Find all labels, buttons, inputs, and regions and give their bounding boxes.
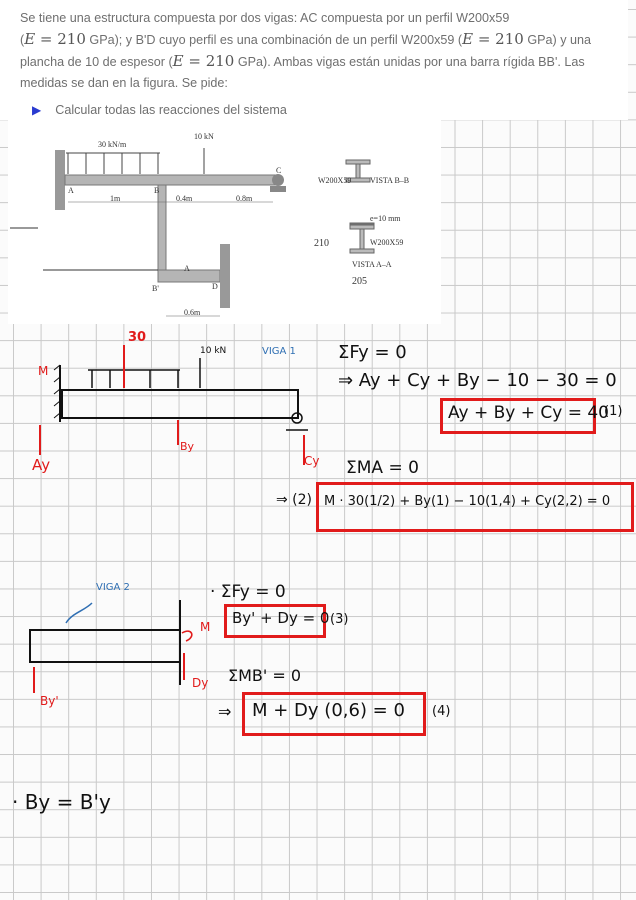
problem-text: Se tiene una estructura compuesta por do… <box>20 8 620 121</box>
resultant-label: 30 <box>128 330 147 345</box>
dy-label: Dy <box>192 676 209 690</box>
equation-1-number: (1) <box>604 404 623 419</box>
modulus-unit: GPa <box>85 33 115 47</box>
by-label: By <box>180 440 195 453</box>
sum-fy-1: ΣFy = 0 <box>338 342 407 363</box>
height-note: 210 <box>314 238 329 249</box>
dim-08m: 0.8m <box>236 194 253 203</box>
section-bb <box>345 159 371 183</box>
equation-4-box <box>242 692 426 736</box>
paren: ( <box>20 33 25 47</box>
bullet-triangle-icon: ▶ <box>32 103 42 117</box>
modulus-value: = 210 <box>183 52 235 70</box>
beam-2 <box>29 629 181 663</box>
pin-support <box>291 412 303 424</box>
modulus-symbol: E <box>172 52 184 70</box>
problem-line-4: medidas se dan en la figura. Se pide: <box>20 76 228 90</box>
sum-ma: ΣMA = 0 <box>346 458 419 478</box>
left-wall <box>55 150 65 210</box>
section-1-name: W200X59 <box>318 176 352 185</box>
cy-label: Cy <box>304 454 320 468</box>
beam2-sketch <box>29 600 193 693</box>
moment-2-arrow <box>181 630 193 642</box>
dim-1m: 1m <box>110 194 121 203</box>
equation-2-box <box>316 482 634 532</box>
equation-2-prefix: ⇒ (2) <box>276 492 313 508</box>
dim-04m: 0.4m <box>176 194 193 203</box>
label-c: C <box>276 166 282 175</box>
problem-line-1: Se tiene una estructura compuesta por do… <box>20 11 510 25</box>
label-b: B <box>154 186 160 195</box>
problem-statement: Se tiene una estructura compuesta por do… <box>0 0 628 120</box>
modulus-value: = 210 <box>473 30 524 48</box>
dim-06m: 0.6m <box>184 308 201 317</box>
plate-label: e=10 mm <box>370 214 401 223</box>
load-arrows <box>67 153 159 174</box>
equation-1-expanded: ⇒ Ay + Cy + By − 10 − 30 = 0 <box>338 370 617 391</box>
section-2-name: W200X59 <box>370 238 404 247</box>
ay-label: Ay <box>32 456 51 474</box>
right-wall <box>220 244 230 308</box>
modulus-symbol: E <box>24 30 36 48</box>
moment-label: M <box>38 364 49 378</box>
equation-3-box <box>224 604 326 638</box>
point-load-note: 10 kN <box>200 346 227 356</box>
beam-ac <box>64 174 276 186</box>
beam2-pointer <box>65 602 93 624</box>
section-aa <box>349 222 375 254</box>
sum-fy-2: · ΣFy = 0 <box>210 582 286 602</box>
structure-drawing <box>10 148 375 317</box>
modulus-value: = 210 <box>35 30 86 48</box>
label-d: D <box>212 282 218 291</box>
wall-hatch <box>53 364 61 419</box>
task-text: Calcular todas las reacciones del sistem… <box>55 103 287 117</box>
task-bullet: ▶ Calcular todas las reacciones del siste… <box>20 100 620 121</box>
problem-line-2-text: ); y B'D cuyo perfil es una combinación … <box>114 33 463 47</box>
point-load-label: 10 kN <box>194 132 214 141</box>
equation-3-number: (3) <box>330 612 349 627</box>
problem-line-2-end: GPa) y una <box>523 33 592 47</box>
label-a: A <box>68 186 74 195</box>
beam1-label: VIGA 1 <box>262 346 296 357</box>
label-a2: A <box>184 264 190 273</box>
width-note: 205 <box>352 276 367 287</box>
beam2-label: VIGA 2 <box>96 582 130 593</box>
equation-1-box <box>440 398 596 434</box>
problem-line-3: plancha de 10 de espesor (E = 210 GPa). … <box>20 51 620 73</box>
equation-4-arrow: ⇒ <box>218 702 232 721</box>
section-2-view: VISTA A–A <box>352 260 392 269</box>
equation-4-number: (4) <box>432 704 451 719</box>
label-bp: B' <box>152 284 159 293</box>
final-relation: · By = B'y <box>12 790 111 814</box>
equation-2: M · 30(1/2) + By(1) − 10(1,4) + Cy(2,2) … <box>324 494 611 509</box>
sum-mb: ΣMB' = 0 <box>228 666 302 685</box>
byp-label: By' <box>40 694 59 708</box>
load-dist-label: 30 kN/m <box>98 140 127 149</box>
equation-3: By' + Dy = 0 <box>232 609 330 627</box>
bar-bb <box>157 184 167 276</box>
equation-1: Ay + By + Cy = 40 <box>448 403 609 423</box>
beam-1 <box>61 389 299 419</box>
load-arrows <box>91 370 179 388</box>
moment-2-label: M <box>200 620 211 634</box>
beam1-sketch <box>39 345 308 465</box>
problem-line-3-text: plancha de 10 de espesor ( <box>20 55 173 69</box>
problem-line-3-end: GPa). Ambas vigas están unidas por una b… <box>234 55 585 69</box>
equation-4: M + Dy (0,6) = 0 <box>252 700 405 721</box>
problem-line-2: (E = 210 GPa); y B'D cuyo perfil es una … <box>20 29 620 51</box>
modulus-symbol: E <box>462 30 474 48</box>
support-c <box>272 174 284 186</box>
section-1-view: VISTA B–B <box>370 176 410 185</box>
structure-figure: 30 kN/m 10 kN A B C B' D A 1m 0.4m 0.8m … <box>8 120 441 324</box>
support-c-base <box>270 186 286 192</box>
